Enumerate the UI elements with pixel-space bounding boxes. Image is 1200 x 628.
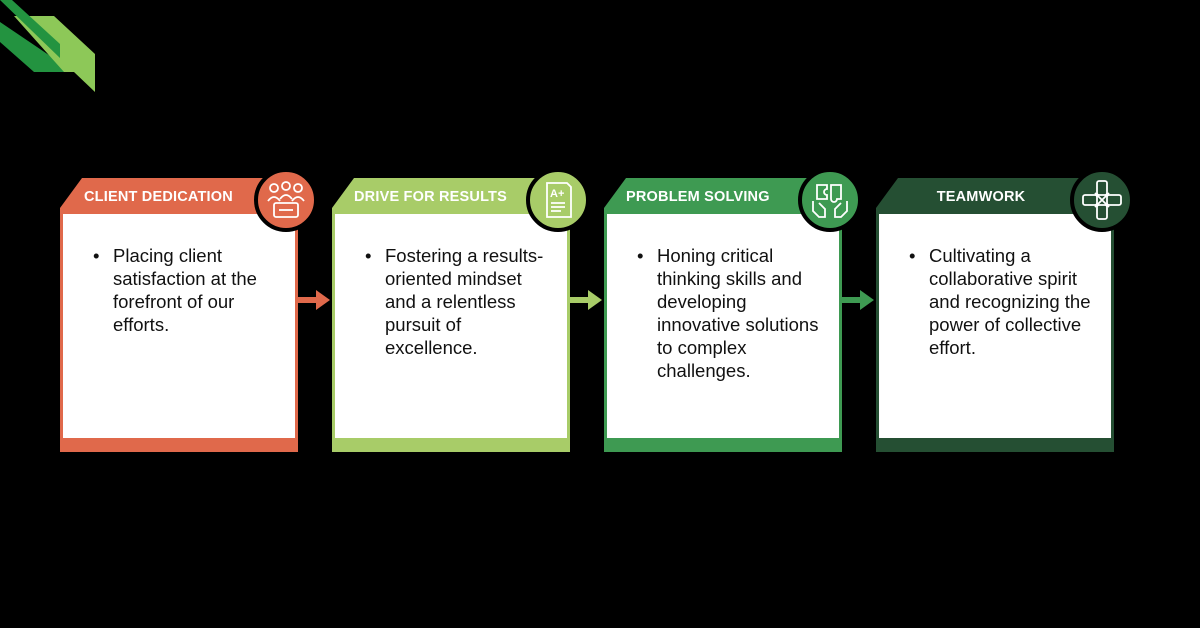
- svg-text:A+: A+: [550, 188, 564, 200]
- step-card-teamwork: TEAMWORK Cultivating a collaborative spi…: [876, 168, 1134, 452]
- step-title-tab: DRIVE FOR RESULTS: [332, 178, 542, 214]
- step-bullet-list: Fostering a results-oriented mindset and…: [365, 244, 553, 359]
- step-bullet-list: Placing client satisfaction at the foref…: [93, 244, 281, 336]
- step-bullet-list: Cultivating a collaborative spirit and r…: [909, 244, 1097, 359]
- step-bottom-bar: [879, 438, 1111, 452]
- step-bullet: Cultivating a collaborative spirit and r…: [909, 244, 1097, 359]
- step-title-tab: CLIENT DEDICATION: [60, 178, 270, 214]
- step-card-problem-solving: PROBLEM SOLVING Honing critical thinking…: [604, 168, 862, 452]
- step-title: PROBLEM SOLVING: [626, 189, 770, 205]
- a-plus-document-icon: A+: [526, 168, 590, 232]
- step-bottom-bar: [607, 438, 839, 452]
- step-panel: Fostering a results-oriented mindset and…: [332, 214, 570, 452]
- step-panel: Cultivating a collaborative spirit and r…: [876, 214, 1114, 452]
- brand-logo-icon: [0, 0, 95, 92]
- step-card-drive-for-results: DRIVE FOR RESULTS Fostering a results-or…: [332, 168, 590, 452]
- step-bullet: Honing critical thinking skills and deve…: [637, 244, 825, 382]
- step-bullet-list: Honing critical thinking skills and deve…: [637, 244, 825, 382]
- step-bullet: Placing client satisfaction at the foref…: [93, 244, 281, 336]
- step-bottom-bar: [335, 438, 567, 452]
- step-title-tab: TEAMWORK: [876, 178, 1086, 214]
- step-title: TEAMWORK: [936, 189, 1026, 205]
- step-bullet: Fostering a results-oriented mindset and…: [365, 244, 553, 359]
- step-title: CLIENT DEDICATION: [84, 189, 233, 205]
- flow-arrow-icon: [568, 290, 602, 310]
- step-bottom-bar: [63, 438, 295, 452]
- step-panel: Placing client satisfaction at the foref…: [60, 214, 298, 452]
- flow-arrow-icon: [296, 290, 330, 310]
- step-card-client-dedication: CLIENT DEDICATION Placing client satisfa…: [60, 168, 318, 452]
- step-title: DRIVE FOR RESULTS: [354, 189, 507, 205]
- flow-arrow-icon: [840, 290, 874, 310]
- step-panel: Honing critical thinking skills and deve…: [604, 214, 842, 452]
- client-group-icon: [254, 168, 318, 232]
- joined-hands-icon: [1070, 168, 1134, 232]
- puzzle-hands-icon: [798, 168, 862, 232]
- step-title-tab: PROBLEM SOLVING: [604, 178, 814, 214]
